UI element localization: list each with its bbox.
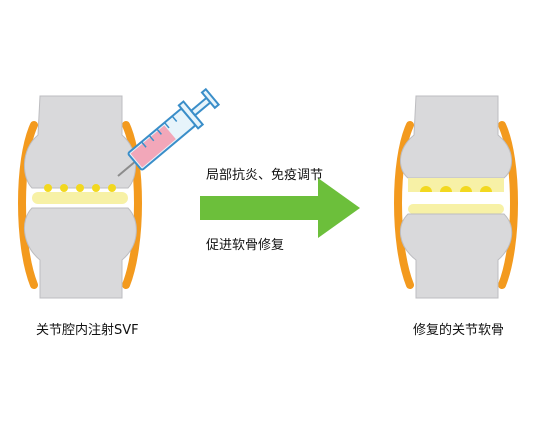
left-capsule-left bbox=[18, 121, 38, 289]
left-joint bbox=[18, 95, 142, 299]
right-caption: 修复的关节软骨 bbox=[413, 323, 505, 338]
left-cartilage-band bbox=[32, 192, 128, 204]
right-cartilage-upper bbox=[408, 178, 504, 192]
syringe-icon bbox=[117, 87, 221, 177]
left-capsule-right bbox=[122, 121, 142, 289]
right-arrow-icon bbox=[200, 178, 360, 238]
right-upper-bone bbox=[400, 95, 512, 179]
right-cartilage-lower bbox=[408, 204, 504, 214]
right-joint bbox=[394, 95, 518, 299]
right-capsule-right bbox=[498, 121, 518, 289]
right-cartilage-domes bbox=[420, 186, 492, 192]
effect-bottom-label: 促进软骨修复 bbox=[206, 238, 285, 253]
right-lower-bone bbox=[400, 213, 513, 299]
left-cartilage-defects bbox=[44, 184, 116, 192]
effect-top-label: 局部抗炎、免疫调节 bbox=[206, 168, 324, 183]
left-caption: 关节腔内注射SVF bbox=[36, 323, 139, 338]
left-upper-bone bbox=[23, 95, 137, 189]
left-lower-bone bbox=[23, 207, 137, 299]
right-capsule-left bbox=[394, 121, 414, 289]
